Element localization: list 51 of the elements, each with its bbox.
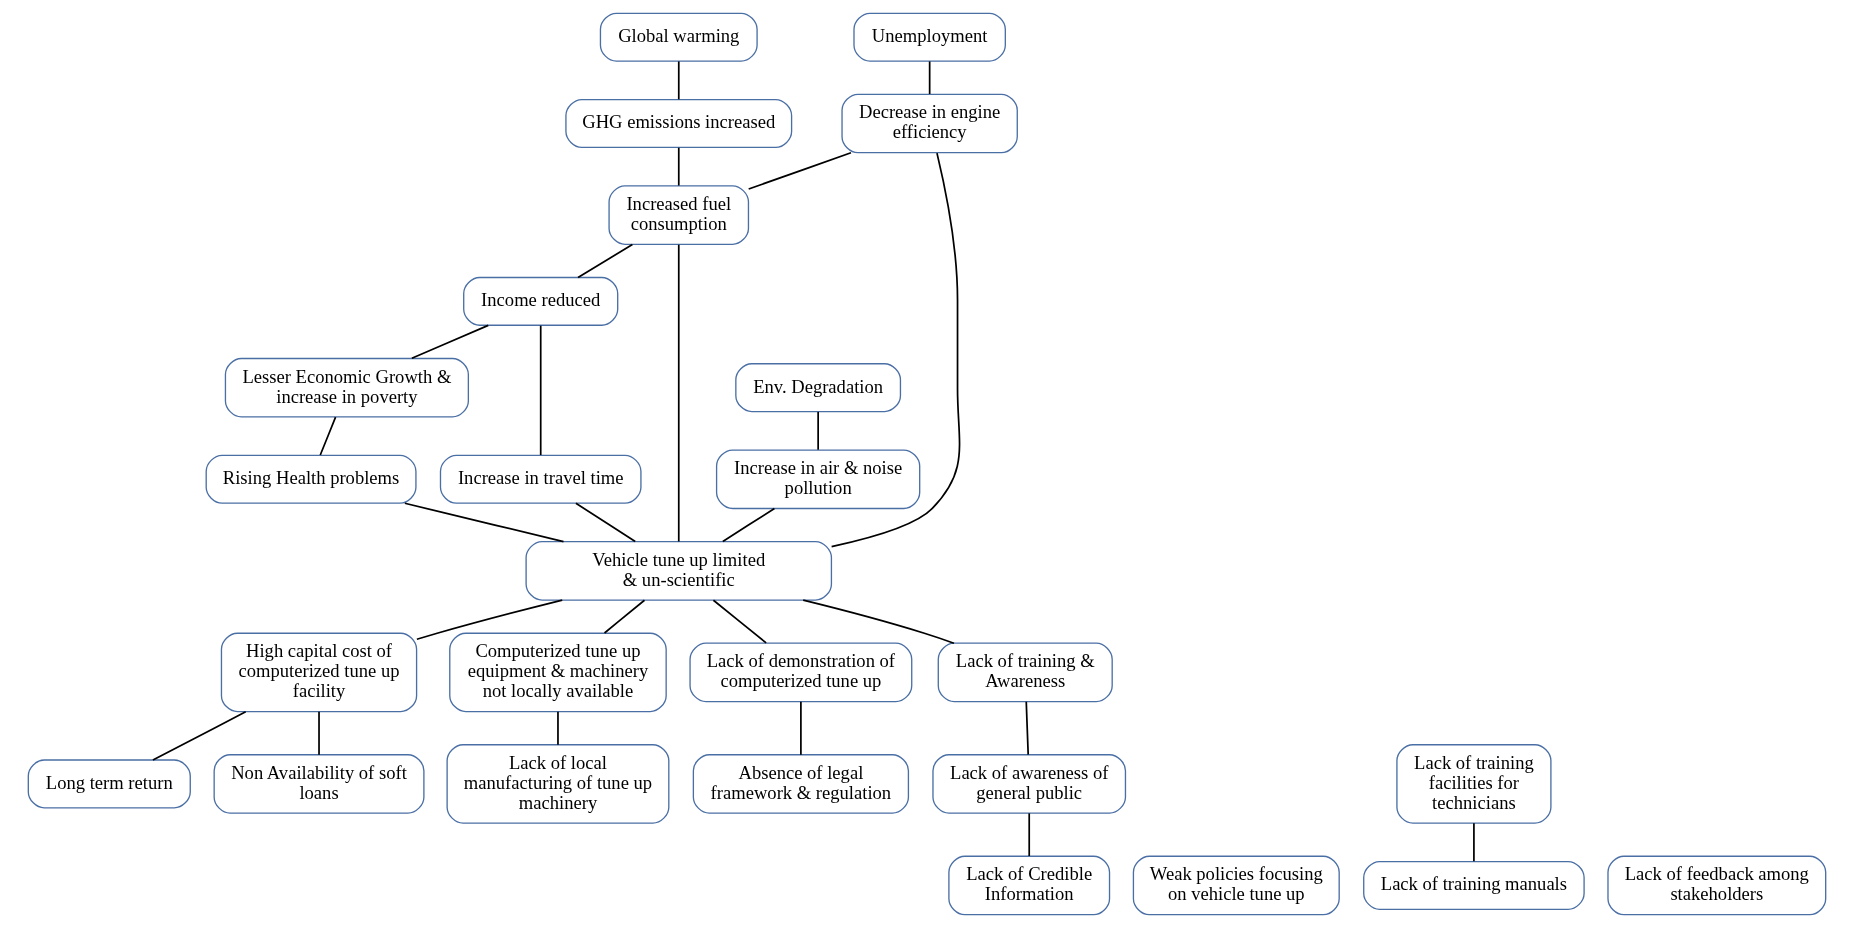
connector bbox=[416, 599, 564, 641]
node-box: Lack of training facilities for technicians bbox=[1396, 744, 1552, 824]
connector bbox=[318, 710, 320, 756]
node-box: Lack of training & Awareness bbox=[937, 642, 1113, 703]
node-box: High capital cost of computerized tune up facility bbox=[220, 632, 418, 713]
connector bbox=[1473, 822, 1475, 863]
connector bbox=[603, 599, 646, 634]
node-box: Non Availability of soft loans bbox=[213, 754, 425, 814]
node-box: Lack of awareness of general public bbox=[932, 754, 1127, 814]
connector bbox=[152, 710, 247, 761]
connector bbox=[677, 243, 680, 543]
node-box: Absence of legal framework & regulation bbox=[692, 754, 910, 814]
connector bbox=[928, 60, 931, 95]
node-box: Lack of local manufacturing of tune up machinery bbox=[446, 744, 670, 824]
node-box: Computerized tune up equipment & machinery not locally available bbox=[449, 632, 667, 713]
connector bbox=[577, 243, 634, 279]
node-box: Increased fuel consumption bbox=[608, 185, 750, 245]
node-box: Increase in air & noise pollution bbox=[715, 449, 921, 510]
node-box: Unemployment bbox=[853, 12, 1006, 62]
connector bbox=[1028, 812, 1031, 857]
node-box: Vehicle tune up limited & un-scientific bbox=[525, 541, 833, 601]
node-box: Global warming bbox=[599, 12, 758, 62]
node-box: Long term return bbox=[27, 759, 191, 809]
connector bbox=[747, 151, 852, 190]
connector bbox=[403, 502, 565, 543]
node-box: Weak policies focusing on vehicle tune up bbox=[1132, 855, 1340, 916]
node-box: Env. Degradation bbox=[735, 363, 902, 413]
node-box: GHG emissions increased bbox=[565, 98, 793, 149]
node-box: Rising Health problems bbox=[205, 454, 417, 504]
connector bbox=[539, 324, 542, 456]
connector bbox=[802, 599, 955, 645]
connector bbox=[677, 60, 680, 101]
connector bbox=[557, 710, 559, 746]
connector bbox=[830, 152, 961, 548]
connector bbox=[411, 324, 490, 360]
node-box: Lesser Economic Growth & increase in poverty bbox=[224, 357, 470, 418]
connector bbox=[677, 146, 680, 187]
node-box: Decrease in engine efficiency bbox=[841, 93, 1018, 154]
connector bbox=[712, 599, 767, 644]
node-box: Increase in travel time bbox=[439, 454, 642, 504]
connector bbox=[575, 502, 637, 543]
connector bbox=[800, 700, 802, 756]
node-box: Lack of training manuals bbox=[1363, 860, 1585, 911]
node-box: Lack of feedback among stakeholders bbox=[1607, 855, 1827, 916]
node-box: Income reduced bbox=[463, 276, 619, 326]
connector bbox=[817, 411, 819, 451]
connector bbox=[1025, 700, 1030, 756]
node-box: Lack of demonstration of computerized tune up bbox=[689, 642, 913, 703]
node-box: Lack of Credible Information bbox=[948, 855, 1111, 916]
connector bbox=[319, 416, 337, 456]
connector bbox=[721, 507, 776, 543]
